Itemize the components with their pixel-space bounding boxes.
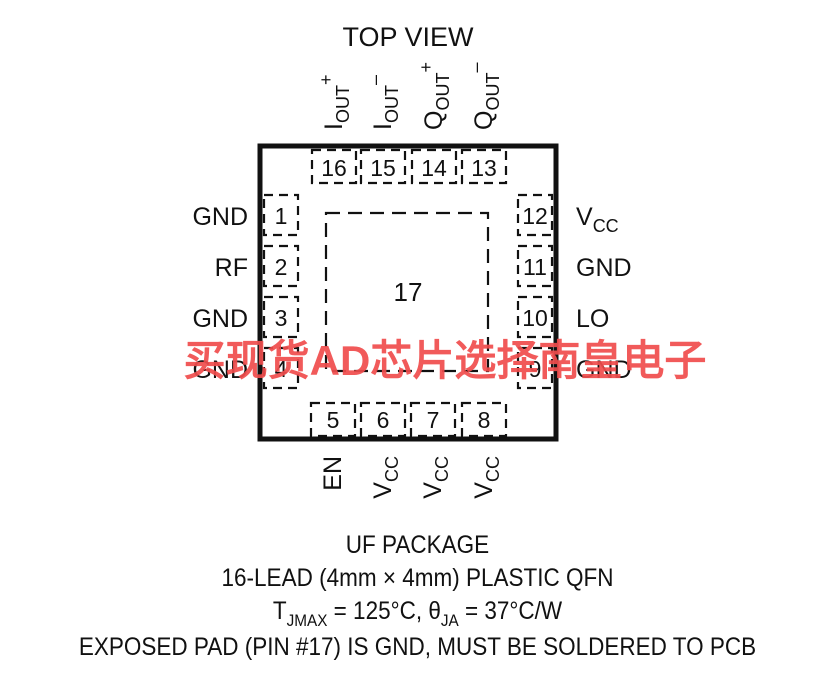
right-pin-label-12: VCC <box>576 203 619 236</box>
left-pin-label-3: GND <box>192 305 248 333</box>
bottom-pin-box-5 <box>309 401 357 438</box>
right-pin-box-10 <box>516 295 554 339</box>
exposed-pad <box>324 211 490 373</box>
top-pin-box-14 <box>410 148 458 185</box>
exposed-pad-number: 17 <box>394 277 423 307</box>
tjmax-symbol: T <box>272 597 287 625</box>
top-pin-label-13: QOUT– <box>466 63 503 130</box>
tjmax-value: = 125°C, θ <box>327 597 441 625</box>
right-pin-number-9: 9 <box>529 356 542 382</box>
top-pin-number-16: 16 <box>321 155 347 181</box>
tjmax-subscript: JMAX <box>286 611 328 630</box>
left-pin-number-1: 1 <box>275 203 288 229</box>
left-pin-box-2 <box>262 244 300 288</box>
thermal-specs: TJMAX = 125°C, θJA = 37°C/W <box>42 596 794 636</box>
right-pin-number-10: 10 <box>522 305 548 331</box>
pins-layer: 16IOUT+15IOUT–14QOUT+13QOUT–1GND2RF3GND4… <box>192 62 631 499</box>
bottom-pin-label-8: VCC <box>470 456 503 499</box>
theta-ja-subscript: JA <box>440 611 459 630</box>
top-pin-label-16: IOUT+ <box>316 75 353 130</box>
bottom-pin-label-7: VCC <box>419 456 452 499</box>
bottom-pin-box-7 <box>409 401 457 438</box>
bottom-pin-number-7: 7 <box>427 407 440 433</box>
bottom-pin-number-6: 6 <box>377 407 390 433</box>
left-pin-label-1: GND <box>192 203 248 231</box>
bottom-pin-box-8 <box>460 401 508 438</box>
bottom-pin-number-8: 8 <box>478 407 491 433</box>
left-pin-number-4: 4 <box>275 356 288 382</box>
left-pin-box-1 <box>262 193 300 237</box>
left-pin-label-2: RF <box>215 254 248 282</box>
left-pin-number-2: 2 <box>275 254 288 280</box>
right-pin-number-11: 11 <box>523 254 547 280</box>
top-pin-label-15: IOUT– <box>365 75 402 130</box>
package-description: 16-LEAD (4mm × 4mm) PLASTIC QFN <box>221 564 614 592</box>
right-pin-label-10: LO <box>576 305 609 333</box>
package-outline <box>257 143 559 442</box>
bottom-pin-box-6 <box>359 401 407 438</box>
right-pin-box-9 <box>516 346 554 390</box>
top-pin-number-14: 14 <box>421 155 447 181</box>
top-pin-label-14: QOUT+ <box>416 62 453 130</box>
right-pin-number-12: 12 <box>522 203 548 229</box>
left-pin-number-3: 3 <box>275 305 288 331</box>
bottom-pin-label-6: VCC <box>369 456 402 499</box>
watermark-text: 买现货AD芯片选择南皇电子 <box>184 337 707 384</box>
left-pin-box-4 <box>262 346 300 390</box>
qfn-pinout-svg: TOP VIEW 17 16IOUT+15IOUT–14QOUT+13QOUT–… <box>184 22 707 499</box>
top-pin-number-15: 15 <box>370 155 396 181</box>
top-pin-number-13: 13 <box>471 155 497 181</box>
theta-ja-value: = 37°C/W <box>458 597 563 625</box>
right-pin-label-11: GND <box>576 254 632 282</box>
bottom-pin-label-5: EN <box>319 456 347 491</box>
bottom-pin-number-5: 5 <box>327 407 340 433</box>
left-pin-box-3 <box>262 295 300 339</box>
right-pin-label-9: GND <box>576 356 632 384</box>
right-pin-box-12 <box>516 193 554 237</box>
left-pin-label-4: GND <box>192 356 248 384</box>
package-name: UF PACKAGE <box>345 531 490 559</box>
top-pin-box-15 <box>359 148 407 185</box>
diagram-title: TOP VIEW <box>342 22 474 52</box>
top-pin-box-13 <box>460 148 508 185</box>
right-pin-box-11 <box>516 244 554 288</box>
top-pin-box-16 <box>310 148 358 185</box>
exposed-pad-note: EXPOSED PAD (PIN #17) IS GND, MUST BE SO… <box>78 633 757 661</box>
